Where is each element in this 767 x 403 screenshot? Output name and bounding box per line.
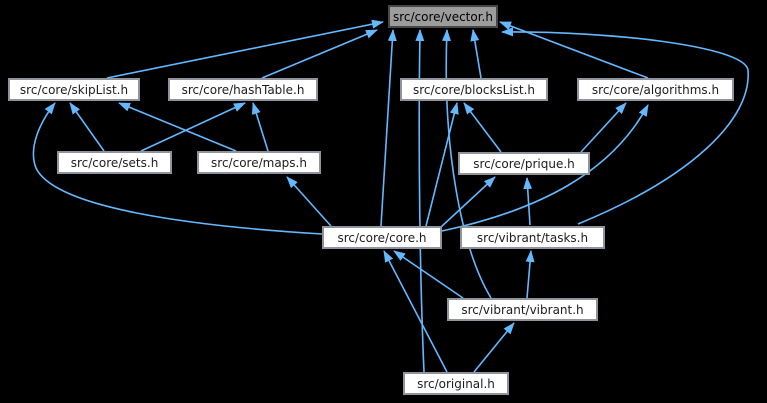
edge-maps-to-skipList — [118, 102, 237, 152]
graph-node-vector[interactable]: src/core/vector.h — [388, 5, 498, 28]
graph-node-tasks[interactable]: src/vibrant/tasks.h — [460, 226, 605, 249]
graph-node-blocksList[interactable]: src/core/blocksList.h — [400, 78, 548, 101]
graph-node-algorithms[interactable]: src/core/algorithms.h — [577, 78, 734, 101]
edge-vibrant-to-tasks — [525, 250, 535, 299]
edge-blocksList-to-vector — [470, 29, 482, 79]
edge-algorithms-to-vector — [499, 21, 649, 79]
graph-node-skipList[interactable]: src/core/skipList.h — [8, 78, 140, 101]
edge-vibrant-to-vector — [442, 29, 492, 299]
edge-original-to-vector — [415, 29, 425, 373]
graph-node-sets[interactable]: src/core/sets.h — [57, 151, 172, 174]
edge-skipList-to-vector — [106, 19, 384, 79]
edge-sets-to-hashTable — [140, 102, 246, 152]
edge-maps-to-hashTable — [251, 102, 269, 152]
edge-tasks-to-vector — [501, 27, 749, 225]
graph-node-hashTable[interactable]: src/core/hashTable.h — [168, 78, 318, 101]
graph-node-original[interactable]: src/original.h — [403, 372, 509, 395]
edge-original-to-core — [383, 250, 448, 373]
edge-core-to-prique — [440, 176, 496, 228]
edge-core-to-skipList — [32, 102, 323, 235]
edge-prique-to-algorithms — [580, 102, 627, 153]
edge-original-to-vibrant — [473, 322, 515, 373]
edge-group — [32, 19, 749, 373]
edge-prique-to-blocksList — [463, 102, 502, 153]
edge-core-to-vector — [380, 29, 397, 227]
graph-node-maps[interactable]: src/core/maps.h — [197, 151, 321, 174]
graph-node-core[interactable]: src/core/core.h — [322, 226, 442, 249]
graph-node-prique[interactable]: src/core/prique.h — [458, 152, 590, 175]
edge-tasks-to-prique — [523, 177, 533, 226]
graph-node-vibrant[interactable]: src/vibrant/vibrant.h — [447, 298, 598, 321]
edge-core-to-blocksList — [425, 102, 459, 227]
edge-hashTable-to-vector — [261, 29, 378, 79]
edge-core-to-algorithms — [441, 104, 649, 232]
edge-core-to-maps — [286, 176, 332, 227]
edge-sets-to-skipList — [69, 102, 105, 152]
edge-vibrant-to-core — [393, 250, 464, 299]
